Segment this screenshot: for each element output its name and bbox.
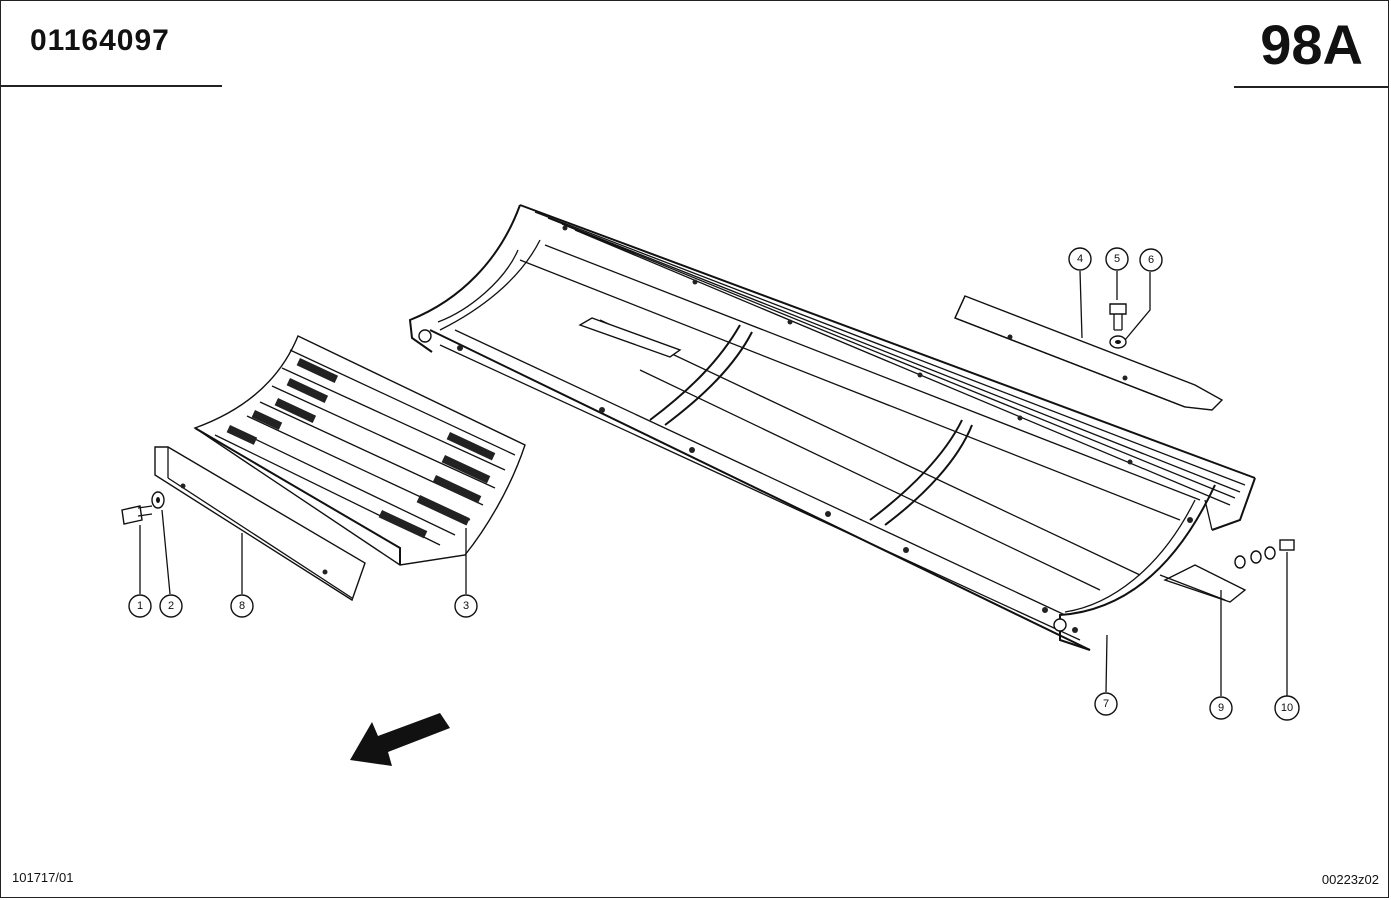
callout-8: 8 <box>230 594 254 618</box>
image-code: 00223z02 <box>1321 872 1379 887</box>
svg-text:5: 5 <box>1114 253 1120 265</box>
concave-frame <box>408 204 1256 651</box>
washer-6 <box>1109 335 1127 349</box>
callout-7: 7 <box>1094 692 1118 716</box>
callout-4: 4 <box>1068 247 1092 271</box>
fasteners-10 <box>1234 539 1295 569</box>
svg-text:2: 2 <box>168 600 174 612</box>
part-number: 01164097 <box>30 24 170 57</box>
svg-text:1: 1 <box>137 600 143 612</box>
callout-5: 5 <box>1105 247 1129 271</box>
svg-text:9: 9 <box>1218 702 1224 714</box>
svg-text:3: 3 <box>463 600 469 612</box>
washer-2 <box>151 491 165 509</box>
grate-insert <box>193 335 526 566</box>
angle-strip <box>154 446 366 602</box>
callout-10: 10 <box>1274 695 1300 721</box>
svg-text:4: 4 <box>1077 253 1083 265</box>
leader-lines <box>139 270 1288 696</box>
direction-arrow <box>350 713 450 766</box>
svg-text:7: 7 <box>1103 698 1109 710</box>
svg-text:6: 6 <box>1148 254 1154 266</box>
svg-text:8: 8 <box>239 600 245 612</box>
callout-6: 6 <box>1139 248 1163 272</box>
svg-text:10: 10 <box>1281 702 1293 714</box>
drawing-reference: 101717/01 <box>12 870 74 885</box>
callout-9: 9 <box>1209 696 1233 720</box>
header-rule-right <box>1234 86 1389 88</box>
bolt-1 <box>121 505 153 525</box>
lower-bar <box>1159 564 1247 603</box>
header-rule-left <box>0 85 222 87</box>
callout-3: 3 <box>454 594 478 618</box>
callout-2: 2 <box>159 594 183 618</box>
side-strip <box>954 295 1224 411</box>
page-code: 98A <box>1260 13 1363 76</box>
callout-1: 1 <box>128 594 152 618</box>
bolt-5 <box>1109 303 1127 331</box>
